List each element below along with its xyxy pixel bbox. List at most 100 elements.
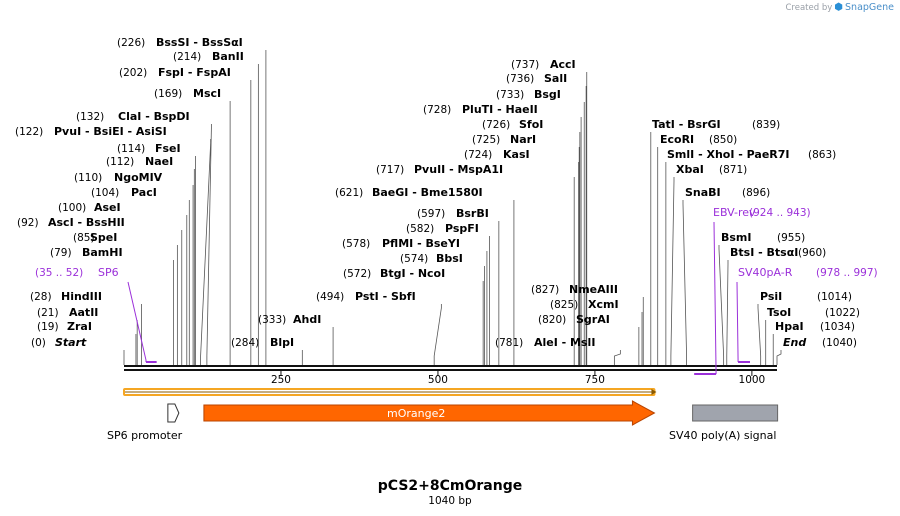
site-label: (733)BsgI [496, 88, 561, 101]
ruler-tick-label: 1000 [739, 374, 766, 386]
site-position: (725) [472, 134, 500, 146]
site-label: (1034)HpaI [775, 320, 855, 333]
site-position: (1014) [817, 291, 852, 303]
site-name: PluTI - HaeII [462, 103, 538, 116]
plasmid-length: 1040 bp [428, 495, 472, 507]
promoter-arrow [167, 403, 180, 423]
site-name: XcmI [588, 298, 619, 311]
site-leader [682, 200, 687, 365]
site-position: (572) [343, 268, 371, 280]
site-label: (79)BamHI [50, 246, 123, 259]
site-name: KasI [503, 148, 530, 161]
primer-name: SV40pA-R [738, 266, 793, 279]
site-label: (871)XbaI [676, 163, 747, 176]
site-name: PflMI - BseYI [382, 237, 460, 250]
site-label: (85)SpeI [73, 231, 117, 244]
snapgene-credit: Created by ⬢ SnapGene [786, 2, 895, 13]
site-label: (333)AhdI [258, 313, 321, 326]
site-position: (724) [464, 149, 492, 161]
feature-orf: mOrange2 [203, 400, 656, 426]
site-position: (112) [106, 156, 134, 168]
site-name: PspFI [445, 222, 479, 235]
site-name: PsiI [760, 290, 782, 303]
site-position: (1040) [822, 337, 857, 349]
site-position: (736) [506, 73, 534, 85]
site-name: BanII [212, 50, 244, 63]
site-name: BlpI [270, 336, 294, 349]
credit-brand: SnapGene [845, 2, 894, 13]
site-position: (494) [316, 291, 344, 303]
site-label: (597)BsrBI [417, 207, 489, 220]
site-label: (132)ClaI - BspDI [76, 110, 190, 123]
site-position: (132) [76, 111, 104, 123]
site-position: (169) [154, 88, 182, 100]
site-position: (726) [482, 119, 510, 131]
site-label: (92) AscI - BssHII [17, 216, 125, 229]
site-position: (104) [91, 187, 119, 199]
site-label: (896)SnaBI [685, 186, 770, 199]
site-position: (284) [231, 337, 259, 349]
site-name: NgoMIV [114, 171, 163, 184]
site-position: (871) [719, 164, 747, 176]
site-name: FseI [155, 142, 181, 155]
site-position: (621) [335, 187, 363, 199]
site-position: (0) [31, 337, 46, 349]
site-position: (850) [709, 134, 737, 146]
site-label: (110)NgoMIV [74, 171, 163, 184]
site-name: BssSI - BssSαI [156, 36, 243, 49]
site-label: (1040) End [783, 336, 857, 349]
site-label: (169) MscI [154, 87, 221, 100]
site-label: (578)PflMI - BseYI [342, 237, 460, 250]
site-label: (284) BlpI [231, 336, 294, 349]
site-name: SnaBI [685, 186, 721, 199]
site-label: (0)Start [31, 336, 87, 349]
site-label: (114)FseI [117, 142, 181, 155]
site-label: (572)BtgI - NcoI [343, 267, 445, 280]
site-name: TatI - BsrGI [652, 118, 721, 131]
site-label: (574) BbsI [400, 252, 463, 265]
site-leader [206, 124, 212, 365]
site-label: (737)AccI [511, 58, 576, 71]
site-label: (202)FspI - FspAI [119, 66, 231, 79]
site-label: (863)SmlI - XhoI - PaeR7I [667, 148, 836, 161]
site-label: (726) SfoI [482, 118, 543, 131]
site-label: (850)EcoRI [660, 133, 737, 146]
site-name: AscI - BssHII [48, 216, 125, 229]
site-label: (21)AatII [37, 306, 98, 319]
site-name: AhdI [293, 313, 321, 326]
site-position: (820) [538, 314, 566, 326]
restriction-sites: (0)Start(19)ZraI(21)AatII(28)HindIII(79)… [15, 36, 860, 349]
site-position: (574) [400, 253, 428, 265]
site-position: (1034) [820, 321, 855, 333]
primers: (35 .. 52)SP6(924 .. 943)EBV-rev(978 .. … [35, 206, 878, 375]
site-leader [776, 350, 782, 365]
site-position: (728) [423, 104, 451, 116]
site-name: BsmI [721, 231, 752, 244]
site-label: (717)PvuII - MspA1I [376, 163, 503, 176]
site-label: (725)NarI [472, 133, 536, 146]
site-name: AseI [94, 201, 121, 214]
site-label: (112)NaeI [106, 155, 173, 168]
site-leader [670, 177, 675, 365]
site-name: SfoI [519, 118, 543, 131]
primer-range: (978 .. 997) [816, 267, 878, 279]
site-name: TsoI [767, 306, 791, 319]
ruler-tick-label: 500 [428, 374, 448, 386]
site-name: AatII [69, 306, 98, 319]
site-label: (104)PacI [91, 186, 157, 199]
primer-leader [736, 281, 739, 362]
site-position: (214) [173, 51, 201, 63]
site-name: NmeAIII [569, 283, 618, 296]
site-position: (92) [17, 217, 39, 229]
site-name: BbsI [436, 252, 463, 265]
site-name: MscI [193, 87, 221, 100]
site-leaders [123, 50, 782, 365]
feature-promoter: SP6 promoter [107, 403, 183, 442]
site-label: (28)HindIII [30, 290, 102, 303]
site-label: (955)BsmI [721, 231, 805, 244]
snapgene-logo-icon: ⬢ [834, 2, 844, 13]
site-name: End [783, 336, 806, 349]
site-label: (781)AleI - MslI [495, 336, 595, 349]
site-name: BaeGI - Bme1580I [372, 186, 483, 199]
